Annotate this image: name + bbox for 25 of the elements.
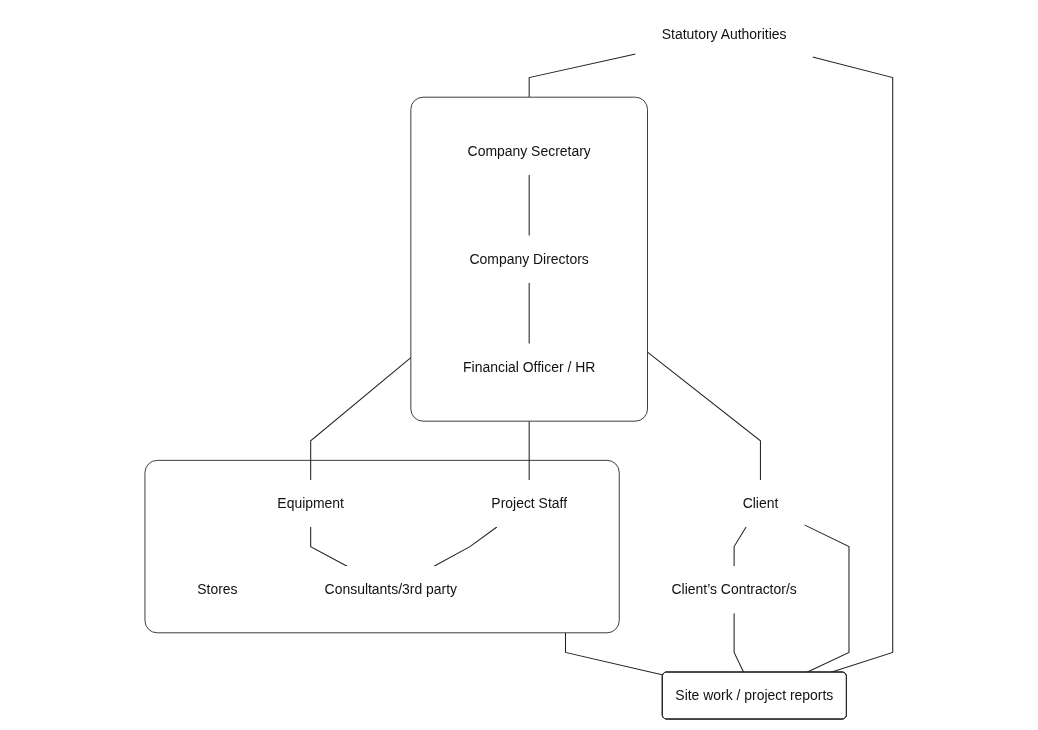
- connector: [804, 524, 850, 673]
- node-text: Statutory Authorities: [661, 26, 787, 42]
- cluster: [410, 96, 649, 422]
- connector: [733, 612, 745, 673]
- node-text: Financial Officer / HR: [463, 359, 596, 375]
- connector: [528, 420, 530, 481]
- connector: [528, 174, 530, 237]
- node-text: Company Secretary: [467, 143, 591, 159]
- node-text: Client: [742, 495, 779, 511]
- connector: [528, 282, 530, 345]
- connector: [733, 526, 747, 567]
- cluster: [144, 459, 620, 634]
- connector: [433, 526, 498, 567]
- node-text: Equipment: [277, 495, 345, 511]
- node-text: Consultants/3rd party: [324, 581, 458, 597]
- connector: [528, 53, 637, 98]
- connector: [647, 351, 762, 481]
- node-text: Stores: [197, 581, 238, 597]
- node-text: Client’s Contractor/s: [671, 581, 797, 597]
- connector: [310, 526, 348, 567]
- connector: [565, 632, 664, 676]
- node-text: Company Directors: [469, 251, 589, 267]
- connector: [812, 56, 894, 673]
- connector: [310, 357, 412, 481]
- node-text: Project Staff: [491, 495, 568, 511]
